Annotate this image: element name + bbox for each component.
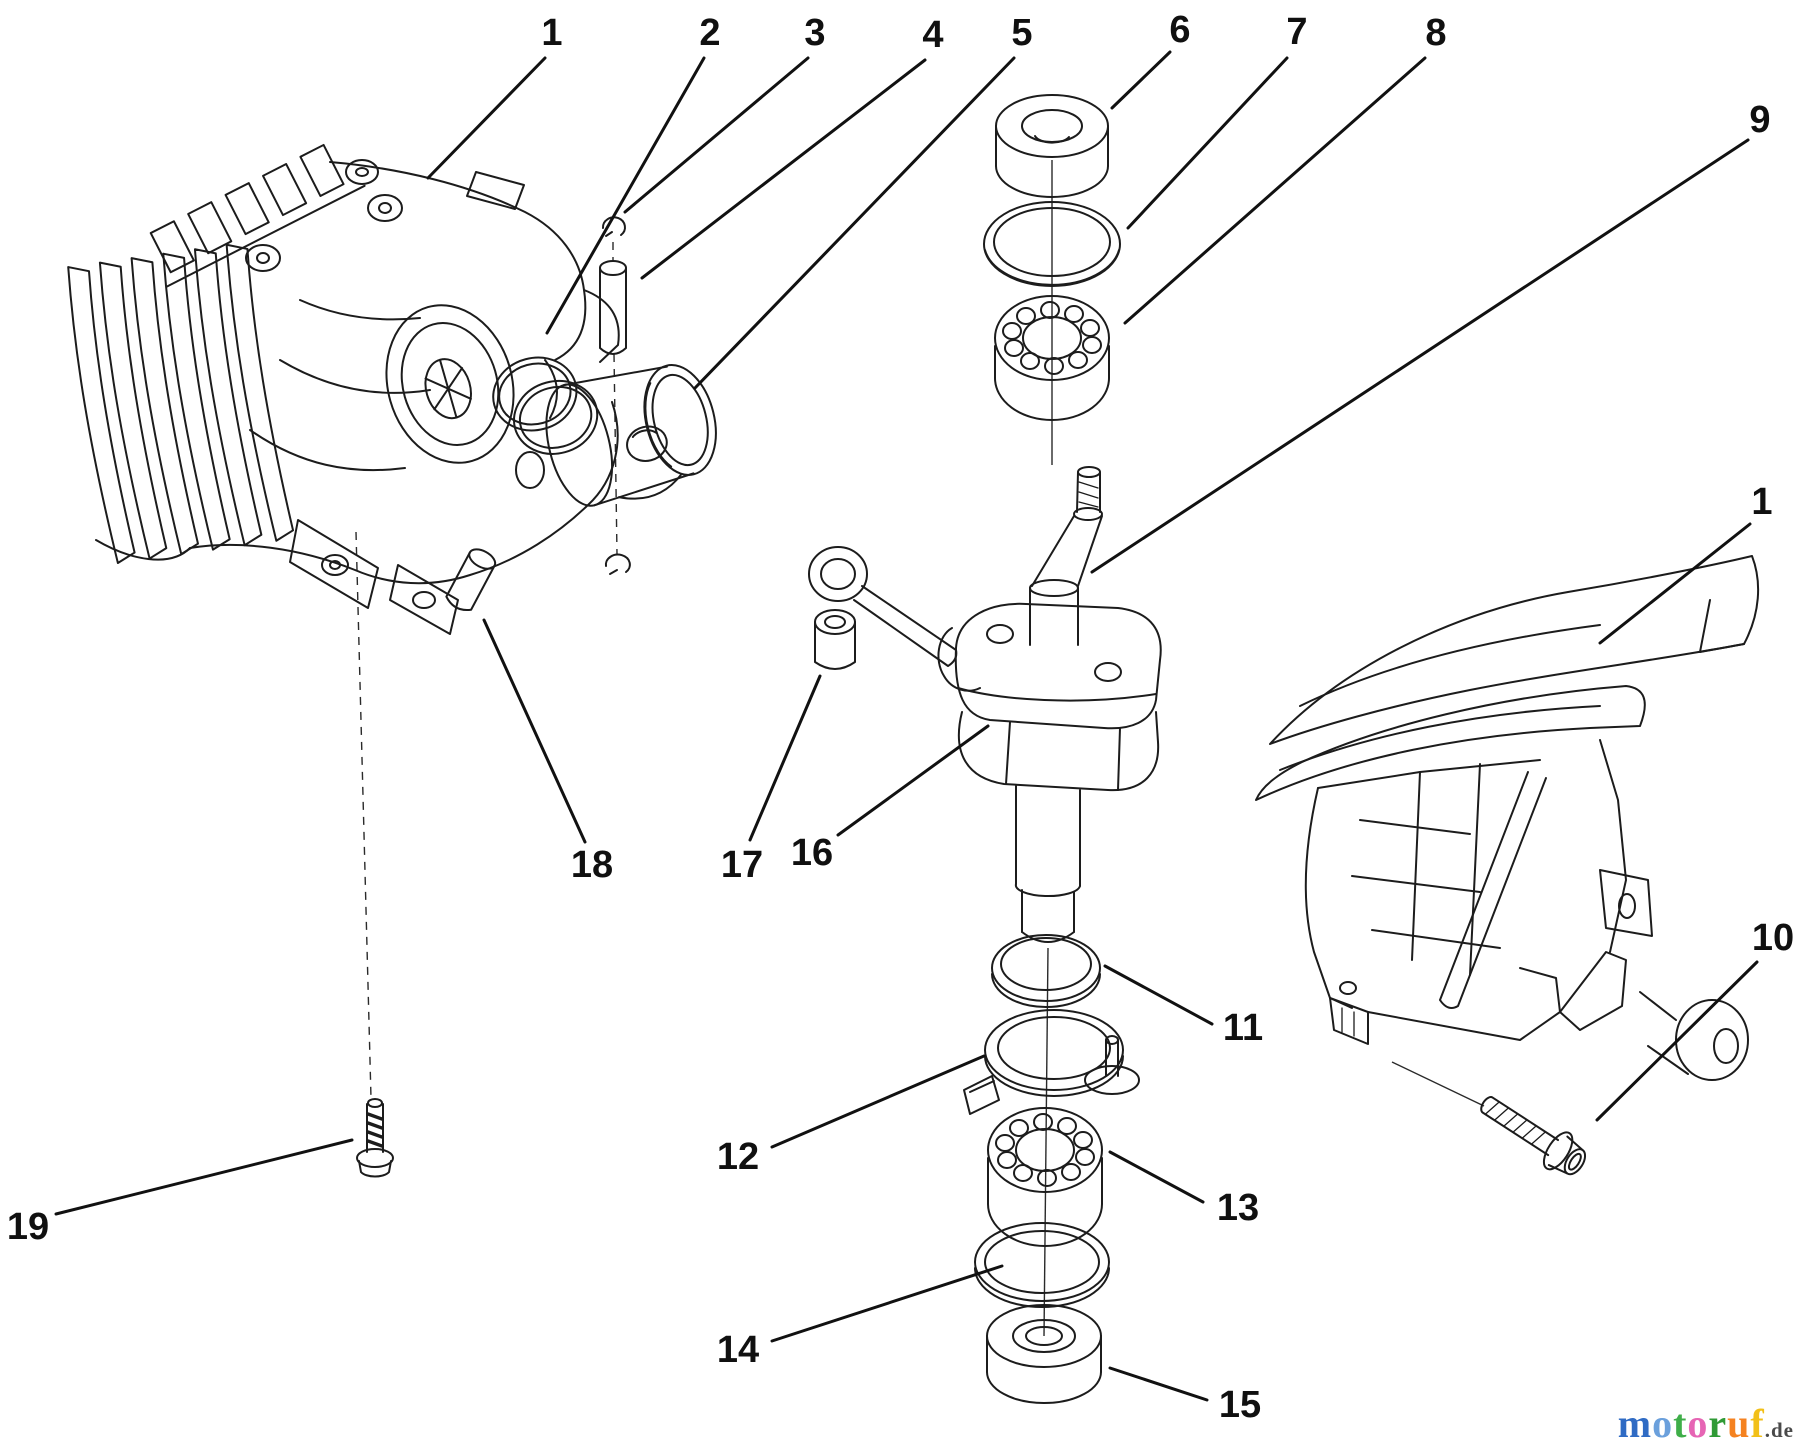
upper-ball-bearing	[994, 295, 1110, 421]
flange-bolt-callout: 10	[1752, 917, 1794, 959]
lower-bearing-callout: 13	[1217, 1187, 1259, 1229]
piston-rings-callout-leader	[545, 56, 706, 335]
upper-bearing-callout: 8	[1425, 12, 1446, 54]
logo-letter: r	[1708, 1401, 1728, 1446]
upper-oring-callout-leader	[1126, 56, 1289, 230]
upper-oil-seal	[995, 94, 1109, 198]
lower-bearing-callout-leader	[1108, 1150, 1205, 1204]
connecting-rod	[808, 546, 958, 667]
pin-clip-callout: 3	[804, 12, 825, 54]
upper-seal-callout-leader	[1110, 50, 1172, 110]
crankshaft-assembly-callout: 16	[791, 832, 833, 874]
construction-lines	[355, 160, 1485, 1337]
upper-bearing-callout-leader	[1123, 56, 1427, 325]
upper-oring-callout: 7	[1286, 11, 1307, 53]
lower-oil-seal	[986, 1304, 1102, 1404]
upper-oring	[983, 201, 1121, 287]
cylinder-block-assembly-callout-leader	[426, 56, 547, 180]
pin-axis-lower	[613, 353, 618, 555]
lower-oring-callout: 14	[717, 1329, 759, 1371]
crankshaft-assembly	[937, 466, 1162, 943]
upper-seal-callout: 6	[1169, 9, 1190, 51]
wrist-pin-callout-leader	[640, 58, 927, 280]
logo-letter: m	[1617, 1401, 1653, 1446]
spacer-ring-callout-leader	[1103, 964, 1214, 1026]
crankcase-cover-assembly	[1255, 555, 1760, 1081]
lower-seal-callout-leader	[1108, 1366, 1209, 1402]
top-bracket	[466, 171, 525, 210]
spacer-ring	[991, 934, 1101, 1008]
mounting-screw-callout-leader	[54, 1138, 354, 1216]
cooling-fins	[67, 243, 295, 565]
lower-seal-callout: 15	[1219, 1384, 1261, 1426]
logo-letter: u	[1727, 1401, 1751, 1446]
dowel-pin	[445, 548, 497, 612]
mounting-screw-callout: 19	[7, 1206, 49, 1248]
flange-bolt-callout-leader	[1595, 960, 1759, 1122]
head-fins	[149, 143, 366, 288]
crankcase-cover-callout-leader	[1598, 522, 1752, 645]
lower-oring-callout-leader	[770, 1264, 1004, 1343]
wrist-pin-callout: 4	[922, 14, 943, 56]
logo-letter: t	[1673, 1401, 1688, 1446]
motoruf-watermark-logo: motoruf.de	[1618, 1404, 1794, 1444]
logo-letter: o	[1652, 1401, 1674, 1446]
seal-retainer-callout-leader	[770, 1054, 986, 1149]
piston-rings	[492, 356, 599, 455]
rod-bushing-callout-leader	[748, 674, 822, 842]
crankshaft-top-callout-leader	[1090, 138, 1750, 574]
seal-retainer	[963, 1009, 1140, 1115]
lower-oring	[974, 1222, 1110, 1308]
seal-retainer-callout: 12	[717, 1136, 759, 1178]
cylinder-block-assembly-callout: 1	[541, 12, 562, 54]
lower-ball-bearing	[987, 1107, 1103, 1247]
cylinder-block-assembly	[67, 143, 620, 635]
piston-callout: 5	[1011, 12, 1032, 54]
spacer-ring-callout: 11	[1223, 1007, 1263, 1049]
wrist-pin-clip-lower	[604, 553, 631, 575]
piston-rings-callout: 2	[699, 12, 720, 54]
dowel-pin-callout-leader	[482, 618, 587, 844]
logo-letter: o	[1687, 1401, 1709, 1446]
crankcase-opening	[385, 304, 515, 464]
pin-clip-callout-leader	[623, 56, 810, 214]
logo-suffix: .de	[1764, 1418, 1794, 1442]
rod-bushing-callout: 17	[721, 844, 763, 886]
crankcase-cover-callout: 1	[1751, 481, 1772, 523]
crankshaft-assembly-callout-leader	[836, 724, 990, 837]
connecting-rod-bushing	[814, 609, 856, 670]
crankshaft-top-callout: 9	[1749, 99, 1770, 141]
wrist-pin-clip-upper	[601, 216, 626, 237]
dowel-pin-callout: 18	[571, 844, 613, 886]
piston-callout-leader	[693, 56, 1016, 390]
logo-letter: f	[1750, 1401, 1765, 1446]
mounting-screw	[356, 1098, 394, 1178]
logo-word: motoruf	[1618, 1401, 1765, 1446]
flange-bolt	[1480, 1096, 1587, 1176]
lower-stack-axis	[1043, 947, 1049, 1337]
piston	[545, 364, 717, 507]
wrist-pin	[599, 260, 627, 355]
cover-to-bolt-line	[1391, 1061, 1485, 1107]
block-to-screw-line	[355, 531, 372, 1099]
